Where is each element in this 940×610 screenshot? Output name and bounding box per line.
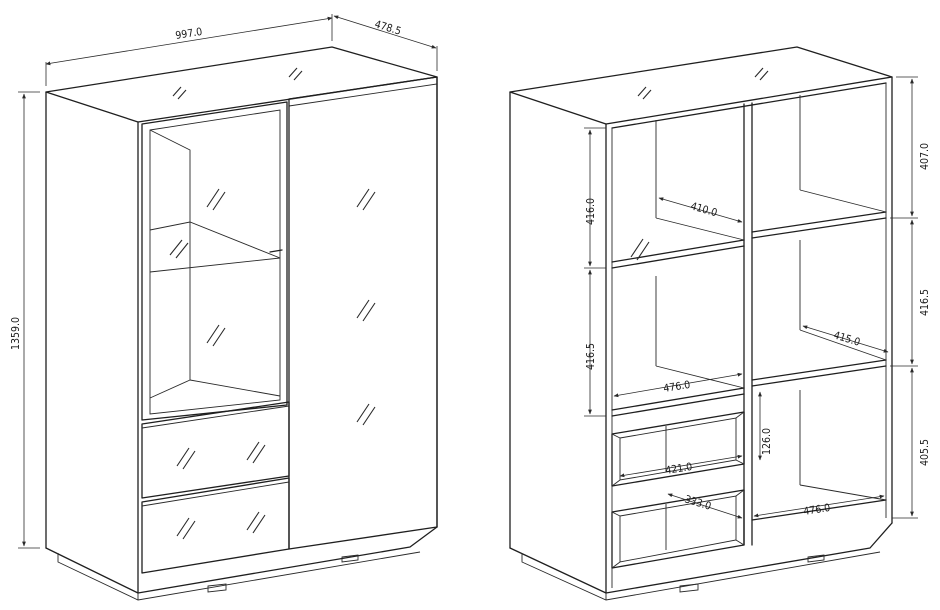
dim-left-shelf-depth: 410.0 bbox=[689, 200, 718, 219]
internal-dimensions: 410.0 415.0 476.0 421.0 333.0 126.0 476.… bbox=[613, 197, 889, 519]
right-door bbox=[288, 76, 438, 550]
open-view-hatch-marks bbox=[630, 67, 769, 261]
dim-left-middle-height: 416.5 bbox=[585, 343, 597, 370]
right-vertical-dimensions: 407.0 416.5 405.5 bbox=[890, 76, 931, 519]
dim-left-upper-height: 416.0 bbox=[585, 198, 597, 225]
dim-height: 1359.0 bbox=[10, 317, 22, 350]
dim-drawer-height: 126.0 bbox=[761, 428, 773, 455]
glass-hatch-marks bbox=[169, 67, 376, 540]
dim-width: 997.0 bbox=[175, 26, 204, 42]
dim-drawer-width: 421.0 bbox=[665, 461, 694, 477]
dim-right-compartment-width: 476.0 bbox=[803, 502, 832, 518]
dim-depth: 478.5 bbox=[373, 18, 402, 37]
closed-cabinet-view: 997.0 478.5 1359.0 bbox=[10, 14, 438, 601]
cabinet-body bbox=[45, 46, 438, 601]
left-vertical-dimensions: 416.0 416.5 bbox=[584, 127, 606, 417]
open-cabinet-body bbox=[509, 46, 893, 601]
dim-middle-row-height: 416.5 bbox=[919, 289, 931, 316]
glass-door bbox=[141, 101, 288, 421]
open-cabinet-view: 410.0 415.0 476.0 421.0 333.0 126.0 476.… bbox=[509, 46, 931, 601]
open-drawers bbox=[611, 411, 745, 569]
internal-structure bbox=[611, 83, 887, 588]
drawer-fronts bbox=[141, 401, 290, 574]
dim-top-row-height: 407.0 bbox=[919, 143, 931, 170]
dim-left-compartment-width: 476.0 bbox=[663, 379, 692, 395]
dim-bottom-row-height: 405.5 bbox=[919, 439, 931, 466]
overall-dimensions: 997.0 478.5 1359.0 bbox=[10, 14, 438, 549]
